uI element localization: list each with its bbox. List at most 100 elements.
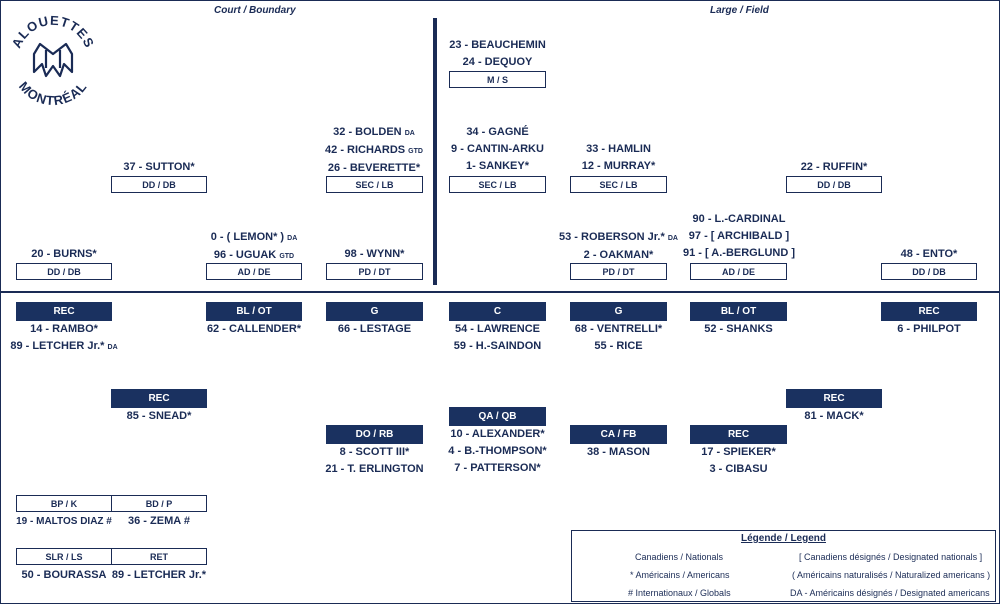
rec-left-players: 14 - RAMBO* 89 - LETCHER Jr.* DA xyxy=(6,321,122,356)
legend-item: * Américains / Americans xyxy=(630,570,730,580)
player-name: 37 - SUTTON* xyxy=(123,161,195,173)
legend-title: Légende / Legend xyxy=(740,533,826,544)
player-name: 9 - CANTIN-ARKU xyxy=(451,143,544,155)
position-box-do-rb: DO / RB xyxy=(326,425,423,444)
position-box-rec: REC xyxy=(881,302,977,321)
large-field-header: Large / Field xyxy=(710,5,769,16)
position-box-dd-db: DD / DB xyxy=(111,176,207,193)
court-boundary-header: Court / Boundary xyxy=(214,5,296,16)
ad-de-1-players: 0 - ( LEMON* ) DA 96 - UGUAK GTD xyxy=(196,229,312,265)
player-name: 90 - L.-CARDINAL xyxy=(692,213,786,225)
rec-spieker-players: 17 - SPIEKER* 3 - CIBASU xyxy=(690,444,787,478)
g-left-players: 66 - LESTAGE xyxy=(326,321,423,338)
legend-item: ( Américains naturalisés / Naturalized a… xyxy=(792,570,991,580)
player-name: 52 - SHANKS xyxy=(704,323,773,335)
player-name: 55 - RICE xyxy=(594,340,643,352)
player-name: 0 - ( LEMON* ) xyxy=(210,231,285,243)
pd-dt-2-players: 53 - ROBERSON Jr.* DA 2 - OAKMAN* xyxy=(552,229,685,264)
sec-lb-2-players: 34 - GAGNÉ 9 - CANTIN-ARKU 1- SANKEY* xyxy=(449,124,546,175)
player-name: 91 - [ A.-BERGLUND ] xyxy=(682,247,796,259)
position-box-bl-ot: BL / OT xyxy=(690,302,787,321)
logo-top-text: ALOUETTES xyxy=(9,14,97,50)
player-name: 62 - CALLENDER* xyxy=(206,323,302,335)
player-name: 20 - BURNS* xyxy=(31,248,97,260)
svg-text:MONTRÉAL: MONTRÉAL xyxy=(16,79,90,106)
player-name: 8 - SCOTT III* xyxy=(339,446,410,458)
position-box-sec-lb: SEC / LB xyxy=(449,176,546,193)
player-name: 17 - SPIEKER* xyxy=(701,446,776,458)
status-tag: GTD xyxy=(408,148,423,155)
player-name: 19 - MALTOS DIAZ # xyxy=(16,516,112,527)
player-name: 68 - VENTRELLI* xyxy=(574,323,663,335)
position-box-pd-dt: PD / DT xyxy=(326,263,423,280)
position-box-rec: REC xyxy=(111,389,207,408)
rb-players: 8 - SCOTT III* 21 - T. ERLINGTON xyxy=(316,444,433,478)
legend-item: [ Canadiens désignés / Designated nation… xyxy=(799,552,983,562)
status-tag: DA xyxy=(667,235,678,242)
position-box-ad-de: AD / DE xyxy=(206,263,302,280)
legend-box: Légende / Legend Canadiens / Nationals *… xyxy=(571,530,996,602)
qb-players: 10 - ALEXANDER* 4 - B.-THOMPSON* 7 - PAT… xyxy=(444,426,551,477)
svg-text:ALOUETTES: ALOUETTES xyxy=(9,14,98,50)
status-tag: GTD xyxy=(279,253,295,260)
position-box-c: C xyxy=(449,302,546,321)
player-name: 53 - ROBERSON Jr.* xyxy=(559,231,665,243)
player-name: 14 - RAMBO* xyxy=(30,323,98,335)
formation-divider-vertical xyxy=(433,18,437,285)
position-box-rec: REC xyxy=(786,389,882,408)
status-tag: DA xyxy=(107,344,118,351)
player-name: 54 - LAWRENCE xyxy=(455,323,540,335)
player-name: 59 - H.-SAINDON xyxy=(453,340,542,352)
ruffin-players: 22 - RUFFIN* xyxy=(786,159,882,176)
player-name: 97 - [ ARCHIBALD ] xyxy=(688,230,790,242)
player-name: 38 - MASON xyxy=(587,446,650,458)
position-box-sec-lb: SEC / LB xyxy=(570,176,667,193)
status-tag: DA xyxy=(287,235,298,242)
fb-players: 38 - MASON xyxy=(570,444,667,461)
long-snapper-player: 50 - BOURASSA xyxy=(16,567,112,584)
player-name: 89 - LETCHER Jr.* xyxy=(111,569,207,581)
position-box-bp-k: BP / K xyxy=(16,495,112,512)
bl-ot-left-players: 62 - CALLENDER* xyxy=(196,321,312,338)
sec-lb-3-players: 33 - HAMLIN 12 - MURRAY* xyxy=(570,141,667,175)
player-name: 34 - GAGNÉ xyxy=(466,126,529,138)
player-name: 1- SANKEY* xyxy=(466,160,529,172)
player-name: 4 - B.-THOMPSON* xyxy=(448,445,547,457)
position-box-ms: M / S xyxy=(449,71,546,88)
player-name: 10 - ALEXANDER* xyxy=(450,428,545,440)
legend-item: Canadiens / Nationals xyxy=(635,552,724,562)
position-box-ad-de: AD / DE xyxy=(690,263,787,280)
line-of-scrimmage xyxy=(0,291,1000,293)
player-name: 66 - LESTAGE xyxy=(337,323,412,335)
position-box-ret: RET xyxy=(111,548,207,565)
sutton-players: 37 - SUTTON* xyxy=(111,159,207,176)
position-box-sec-lb: SEC / LB xyxy=(326,176,423,193)
burns-players: 20 - BURNS* xyxy=(16,246,112,263)
position-box-rec: REC xyxy=(16,302,112,321)
status-tag: DA xyxy=(404,130,415,137)
sec-lb-1-players: 32 - BOLDEN DA 42 - RICHARDS GTD 26 - BE… xyxy=(318,124,430,177)
position-box-dd-db: DD / DB xyxy=(786,176,882,193)
player-name: 26 - BEVERETTE* xyxy=(327,162,421,174)
position-box-qa-qb: QA / QB xyxy=(449,407,546,426)
player-name: 7 - PATTERSON* xyxy=(454,462,541,474)
ms-players: 23 - BEAUCHEMIN 24 - DEQUOY xyxy=(449,37,546,71)
returner-player: 89 - LETCHER Jr.* xyxy=(106,567,212,584)
alouettes-logo: ALOUETTES MONTRÉAL xyxy=(9,14,98,106)
position-box-g: G xyxy=(326,302,423,321)
position-box-dd-db: DD / DB xyxy=(881,263,977,280)
ad-de-2-players: 90 - L.-CARDINAL 97 - [ ARCHIBALD ] 91 -… xyxy=(677,211,801,262)
player-name: 33 - HAMLIN xyxy=(586,143,651,155)
player-name: 24 - DEQUOY xyxy=(462,56,533,68)
player-name: 50 - BOURASSA xyxy=(21,569,107,581)
rec-right-players: 6 - PHILPOT xyxy=(881,321,977,338)
ento-players: 48 - ENTO* xyxy=(881,246,977,263)
position-box-bl-ot: BL / OT xyxy=(206,302,302,321)
player-name: 89 - LETCHER Jr.* xyxy=(10,340,105,352)
player-name: 42 - RICHARDS xyxy=(325,144,406,156)
player-name: 2 - OAKMAN* xyxy=(583,249,654,261)
bl-ot-right-players: 52 - SHANKS xyxy=(690,321,787,338)
bird-m-icon xyxy=(32,42,74,78)
player-name: 98 - WYNN* xyxy=(344,248,405,260)
player-name: 48 - ENTO* xyxy=(900,248,958,260)
